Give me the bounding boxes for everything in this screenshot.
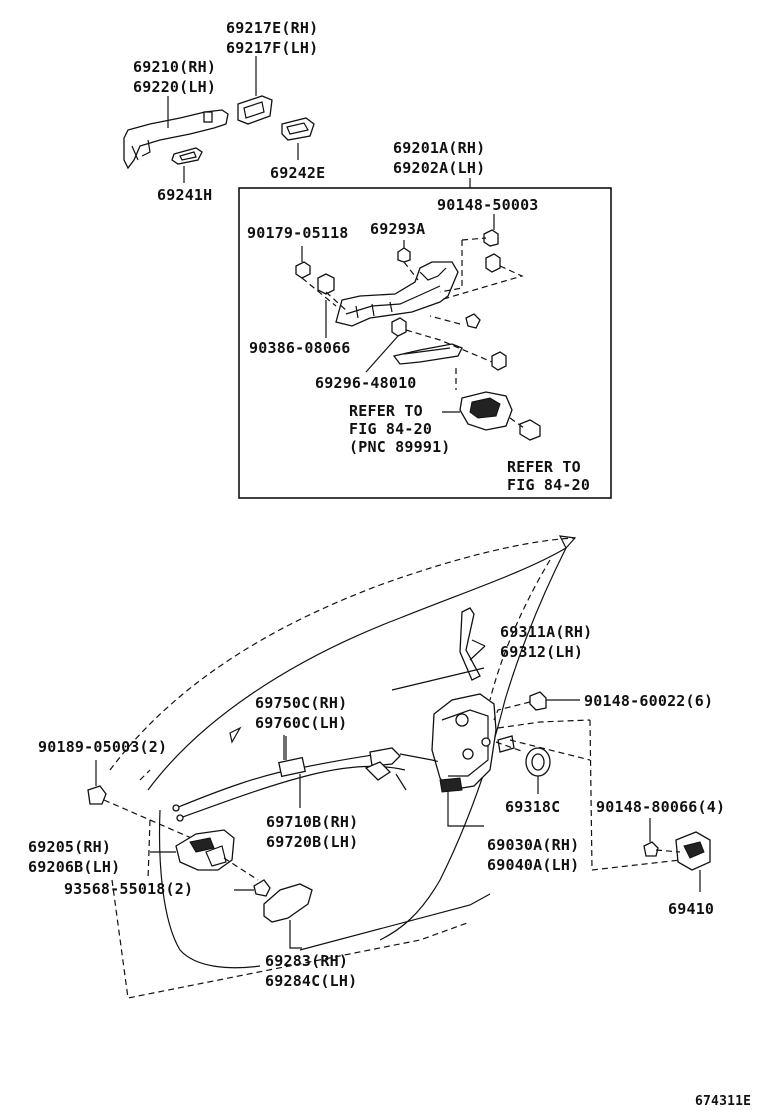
clip-69293a <box>397 247 411 263</box>
label-69293a: 69293A <box>370 220 425 238</box>
label-90179-05118: 90179-05118 <box>247 224 349 242</box>
label-69210: 69210(RH) <box>133 58 216 76</box>
assembly-detail-box <box>238 187 612 499</box>
refer-note-1-line3: (PNC 89991) <box>349 438 451 456</box>
label-90386-08066: 90386-08066 <box>249 339 351 357</box>
label-69205: 69205(RH) <box>28 838 111 856</box>
refer-note-1-line2: FIG 84-20 <box>349 420 432 438</box>
label-69760c: 69760C(LH) <box>255 714 347 732</box>
clip-right <box>465 313 481 329</box>
handle-pad-69242e <box>281 117 315 141</box>
handle-frame-bracket <box>335 261 459 327</box>
label-69750c: 69750C(RH) <box>255 694 347 712</box>
label-69283: 69283(RH) <box>265 952 348 970</box>
refer-note-2-line1: REFER TO <box>507 458 581 476</box>
door-inner-frame <box>139 769 151 881</box>
door-lock-assembly <box>431 693 515 793</box>
refer-note-1-line1: REFER TO <box>349 402 423 420</box>
label-69312: 69312(LH) <box>500 643 583 661</box>
label-69296-48010: 69296-48010 <box>315 374 417 392</box>
label-69710b: 69710B(RH) <box>266 813 358 831</box>
label-69284c: 69284C(LH) <box>265 972 357 990</box>
label-69220: 69220(LH) <box>133 78 216 96</box>
label-69318c: 69318C <box>505 798 560 816</box>
label-69241h: 69241H <box>157 186 212 204</box>
door-outline <box>109 535 577 999</box>
nut-90179 <box>295 261 311 279</box>
door-striker-69410 <box>591 818 711 892</box>
label-69201a: 69201A(RH) <box>393 139 485 157</box>
label-69030a: 69030A(RH) <box>487 836 579 854</box>
inside-handle-69205 <box>150 829 235 871</box>
screw-90148-50003 <box>483 229 499 247</box>
door-cables <box>172 736 441 822</box>
label-69311a: 69311A(RH) <box>500 623 592 641</box>
label-69720b: 69720B(LH) <box>266 833 358 851</box>
screw-lower <box>491 351 507 371</box>
label-90148-50003: 90148-50003 <box>437 196 539 214</box>
cushion-part <box>317 273 335 295</box>
screw-90148-80066 <box>643 841 659 857</box>
refer-note-2-line2: FIG 84-20 <box>507 476 590 494</box>
label-69217e: 69217E(RH) <box>226 19 318 37</box>
screw-upper <box>485 253 501 273</box>
cable-1 <box>175 751 396 809</box>
screw-93568 <box>253 879 271 897</box>
label-69217f: 69217F(LH) <box>226 39 318 57</box>
door-window-frame <box>109 537 576 771</box>
label-90189-05003: 90189-05003(2) <box>38 738 167 756</box>
screw-90148-60022 <box>529 691 547 711</box>
label-69040a: 69040A(LH) <box>487 856 579 874</box>
label-69202a: 69202A(LH) <box>393 159 485 177</box>
bolt-90386 <box>391 317 407 337</box>
screw-cylinder <box>519 419 541 441</box>
label-69242e: 69242E <box>270 164 325 182</box>
label-90148-80066: 90148-80066(4) <box>596 798 725 816</box>
clip-90189-05003 <box>87 785 107 805</box>
door-outer-line <box>147 547 567 791</box>
label-90148-60022: 90148-60022(6) <box>584 692 713 710</box>
handle-cover-69283 <box>263 883 313 923</box>
label-93568-55018: 93568-55018(2) <box>64 880 193 898</box>
label-69206b: 69206B(LH) <box>28 858 120 876</box>
handle-pad-69241h <box>171 147 203 165</box>
frame-assembly <box>295 214 541 441</box>
handle-cap <box>237 95 273 125</box>
figure-id: 674311E <box>695 1094 751 1109</box>
latch-rod <box>459 607 481 681</box>
outside-handle-frame <box>123 109 229 170</box>
outside-handle-group <box>123 56 315 183</box>
label-69410: 69410 <box>668 900 714 918</box>
